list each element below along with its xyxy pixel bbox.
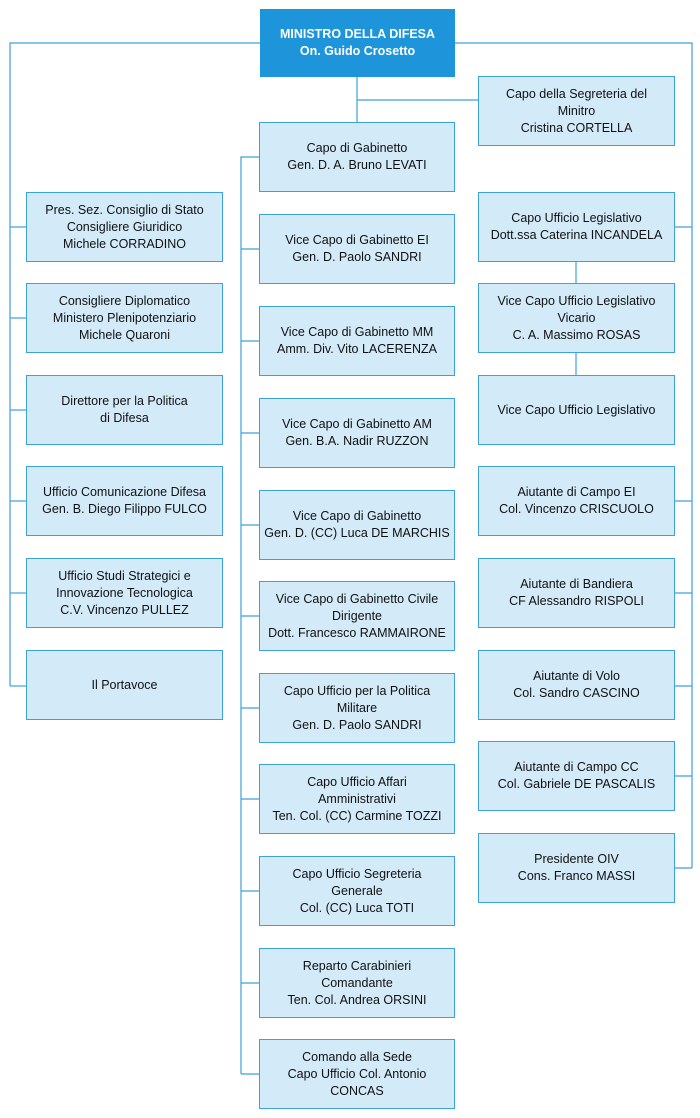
connector-left-trunk xyxy=(9,42,260,686)
box-line: Capo della Segreteria del xyxy=(505,86,648,101)
box-ufficio-studi-strategici: Ufficio Studi Strategici e Innovazione T… xyxy=(26,558,223,628)
box-line: C. A. Massimo ROSAS xyxy=(512,327,641,342)
box-vice-capo-gabinetto-am: Vice Capo di Gabinetto AM Gen. B.A. Nadi… xyxy=(259,398,455,468)
box-line: Capo di Gabinetto xyxy=(306,141,408,155)
box-vice-capo-legislativo: Vice Capo Ufficio Legislativo xyxy=(478,375,675,445)
box-line: Vice Capo di Gabinetto MM xyxy=(280,325,434,339)
box-line: Vice Capo di Gabinetto EI xyxy=(285,233,429,247)
box-line: Cristina CORTELLA xyxy=(520,120,633,135)
box-line: C.V. Vincenzo PULLEZ xyxy=(60,602,189,617)
box-presidente-oiv: Presidente OIV Cons. Franco MASSI xyxy=(478,833,675,903)
box-line: di Difesa xyxy=(100,411,149,425)
box-line: Vice Capo di Gabinetto Civile xyxy=(275,591,439,606)
box-line: Ministero Plenipotenziario xyxy=(52,310,197,325)
box-ufficio-comunicazione: Ufficio Comunicazione Difesa Gen. B. Die… xyxy=(26,466,223,536)
box-line: Amm. Div. Vito LACERENZA xyxy=(277,342,437,356)
box-line: Vice Capo Ufficio Legislativo xyxy=(497,293,656,308)
box-line: Michele CORRADINO xyxy=(63,236,186,251)
box-line: Vice Capo di Gabinetto xyxy=(292,509,422,523)
box-line: Consigliere Diplomatico xyxy=(58,293,191,308)
box-line: Col. Gabriele DE PASCALIS xyxy=(497,777,656,791)
box-aiutante-campo-ei: Aiutante di Campo EI Col. Vincenzo CRISC… xyxy=(478,466,675,536)
minister-name: On. Guido Crosetto xyxy=(299,44,416,58)
box-line: Minitro xyxy=(557,103,596,118)
box-line: Gen. D. A. Bruno LEVATI xyxy=(287,158,427,172)
minister-title: MINISTRO DELLA DIFESA xyxy=(279,27,436,41)
box-line: Gen. D. Paolo SANDRI xyxy=(292,250,422,264)
box-line: Dirigente xyxy=(331,608,382,623)
box-line: Militare xyxy=(336,700,378,715)
box-line: Gen. D. (CC) Luca DE MARCHIS xyxy=(264,526,450,540)
box-line: CONCAS xyxy=(330,1083,384,1098)
box-line: Direttore per la Politica xyxy=(61,394,188,408)
box-line: Il Portavoce xyxy=(91,677,158,692)
box-vice-capo-gabinetto-mm: Vice Capo di Gabinetto MM Amm. Div. Vito… xyxy=(259,306,455,376)
box-capo-ufficio-legislativo: Capo Ufficio Legislativo Dott.ssa Cateri… xyxy=(478,192,675,262)
box-line: Pres. Sez. Consiglio di Stato xyxy=(45,202,204,217)
box-line: Generale xyxy=(331,883,383,898)
box-line: Col. (CC) Luca TOTI xyxy=(299,900,415,915)
box-line: Dott. Francesco RAMMAIRONE xyxy=(268,625,446,640)
box-line: Ten. Col. (CC) Carmine TOZZI xyxy=(272,808,442,823)
box-line: Comandante xyxy=(321,975,393,990)
box-line: Aiutante di Volo xyxy=(533,669,620,683)
box-aiutante-volo: Aiutante di Volo Col. Sandro CASCINO xyxy=(478,650,675,720)
box-consigliere-diplomatico: Consigliere Diplomatico Ministero Plenip… xyxy=(26,283,223,353)
box-aiutante-bandiera: Aiutante di Bandiera CF Alessandro RISPO… xyxy=(478,558,675,628)
connector-center-trunk xyxy=(240,156,259,1074)
box-line: Comando alla Sede xyxy=(302,1049,412,1064)
box-vice-capo-gabinetto-cc: Vice Capo di Gabinetto Gen. D. (CC) Luca… xyxy=(259,490,455,560)
box-capo-ufficio-affari-amministrativi: Capo Ufficio Affari Amministrativi Ten. … xyxy=(259,764,455,834)
box-line: Capo Ufficio per la Politica xyxy=(283,683,431,698)
box-line: CF Alessandro RISPOLI xyxy=(509,594,644,608)
box-line: Ufficio Comunicazione Difesa xyxy=(42,485,207,499)
box-minister: MINISTRO DELLA DIFESA On. Guido Crosetto xyxy=(260,9,455,77)
box-line: Col. Sandro CASCINO xyxy=(513,686,640,700)
box-line: Gen. B.A. Nadir RUZZON xyxy=(285,434,429,448)
box-line: Presidente OIV xyxy=(534,852,619,866)
box-consigliere-giuridico: Pres. Sez. Consiglio di Stato Consiglier… xyxy=(26,192,223,262)
box-line: Amministrativi xyxy=(318,791,396,806)
box-line: Ten. Col. Andrea ORSINI xyxy=(287,992,427,1007)
box-line: Capo Ufficio Segreteria xyxy=(292,866,422,881)
box-capo-ufficio-politica-militare: Capo Ufficio per la Politica Militare Ge… xyxy=(259,673,455,743)
box-vice-capo-gabinetto-ei: Vice Capo di Gabinetto EI Gen. D. Paolo … xyxy=(259,214,455,284)
box-line: Col. Vincenzo CRISCUOLO xyxy=(499,502,654,516)
box-line: Gen. D. Paolo SANDRI xyxy=(292,717,422,732)
box-line: Michele Quaroni xyxy=(78,327,170,342)
box-line: Vice Capo di Gabinetto AM xyxy=(282,417,432,431)
box-line: Aiutante di Campo CC xyxy=(514,760,639,774)
box-line: Ufficio Studi Strategici e xyxy=(58,568,191,583)
box-portavoce: Il Portavoce xyxy=(26,650,223,720)
box-vice-capo-gabinetto-civile: Vice Capo di Gabinetto Civile Dirigente … xyxy=(259,581,455,651)
box-line: Aiutante di Campo EI xyxy=(517,485,636,499)
box-line: Reparto Carabinieri xyxy=(302,958,412,973)
box-line: Gen. B. Diego Filippo FULCO xyxy=(42,502,207,516)
box-direttore-politica-difesa: Direttore per la Politica di Difesa xyxy=(26,375,223,445)
box-reparto-carabinieri: Reparto Carabinieri Comandante Ten. Col.… xyxy=(259,948,455,1018)
box-aiutante-campo-cc: Aiutante di Campo CC Col. Gabriele DE PA… xyxy=(478,741,675,811)
box-line: Vice Capo Ufficio Legislativo xyxy=(497,402,656,417)
box-vice-capo-legislativo-vicario: Vice Capo Ufficio Legislativo Vicario C.… xyxy=(478,283,675,353)
box-line: Capo Ufficio Col. Antonio xyxy=(287,1066,427,1081)
box-line: Cons. Franco MASSI xyxy=(517,869,636,883)
box-line: Vicario xyxy=(557,310,596,325)
box-line: Aiutante di Bandiera xyxy=(520,577,633,591)
box-capo-ufficio-segreteria-generale: Capo Ufficio Segreteria Generale Col. (C… xyxy=(259,856,455,926)
box-capo-segreteria-ministro: Capo della Segreteria del Minitro Cristi… xyxy=(478,76,675,146)
box-line: Dott.ssa Caterina INCANDELA xyxy=(490,228,663,242)
box-line: Capo Ufficio Affari xyxy=(307,774,407,789)
box-line: Capo Ufficio Legislativo xyxy=(511,211,642,225)
box-capo-gabinetto: Capo di Gabinetto Gen. D. A. Bruno LEVAT… xyxy=(259,122,455,192)
box-comando-alla-sede: Comando alla Sede Capo Ufficio Col. Anto… xyxy=(259,1039,455,1109)
box-line: Consigliere Giuridico xyxy=(66,219,183,234)
box-line: Innovazione Tecnologica xyxy=(56,585,193,600)
